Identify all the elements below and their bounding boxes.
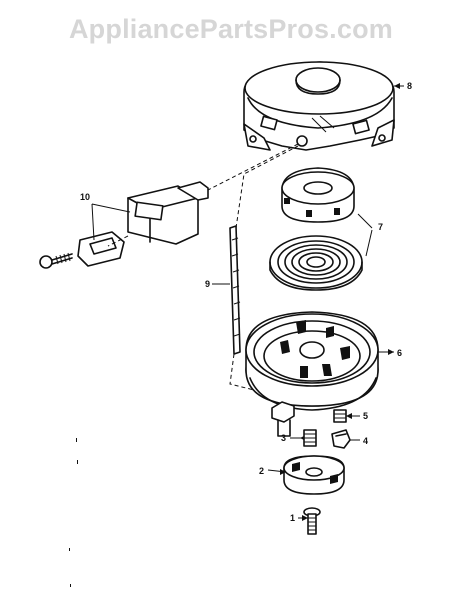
starter-handle bbox=[127, 181, 209, 245]
starter-pawl bbox=[331, 429, 351, 449]
handle-insert bbox=[77, 231, 125, 267]
retainer-screw bbox=[303, 507, 321, 535]
callout-3: 3 bbox=[281, 433, 286, 443]
rewind-spring bbox=[269, 235, 363, 291]
pawl-spring bbox=[303, 429, 317, 447]
callout-9: 9 bbox=[205, 279, 210, 289]
callout-7: 7 bbox=[378, 222, 383, 232]
retainer-cup bbox=[283, 455, 345, 495]
callout-2: 2 bbox=[259, 466, 264, 476]
arrowheads bbox=[280, 83, 400, 521]
callout-5: 5 bbox=[363, 411, 368, 421]
callout-4: 4 bbox=[363, 436, 368, 446]
starter-housing bbox=[243, 61, 395, 151]
callout-1: 1 bbox=[290, 513, 295, 523]
starter-rope bbox=[229, 225, 241, 355]
callout-6: 6 bbox=[397, 348, 402, 358]
handle-screw bbox=[39, 252, 73, 269]
rope-routing-lines bbox=[107, 143, 299, 393]
leader-lines bbox=[91, 85, 404, 519]
callout-10: 10 bbox=[80, 192, 90, 202]
spring-retainer bbox=[281, 167, 355, 223]
callout-8: 8 bbox=[407, 81, 412, 91]
watermark: AppliancePartsPros.com bbox=[68, 14, 393, 44]
starter-pulley bbox=[245, 311, 379, 411]
brake-spring bbox=[333, 409, 347, 423]
center-bolt bbox=[271, 401, 295, 437]
scan-speckles bbox=[69, 438, 78, 587]
